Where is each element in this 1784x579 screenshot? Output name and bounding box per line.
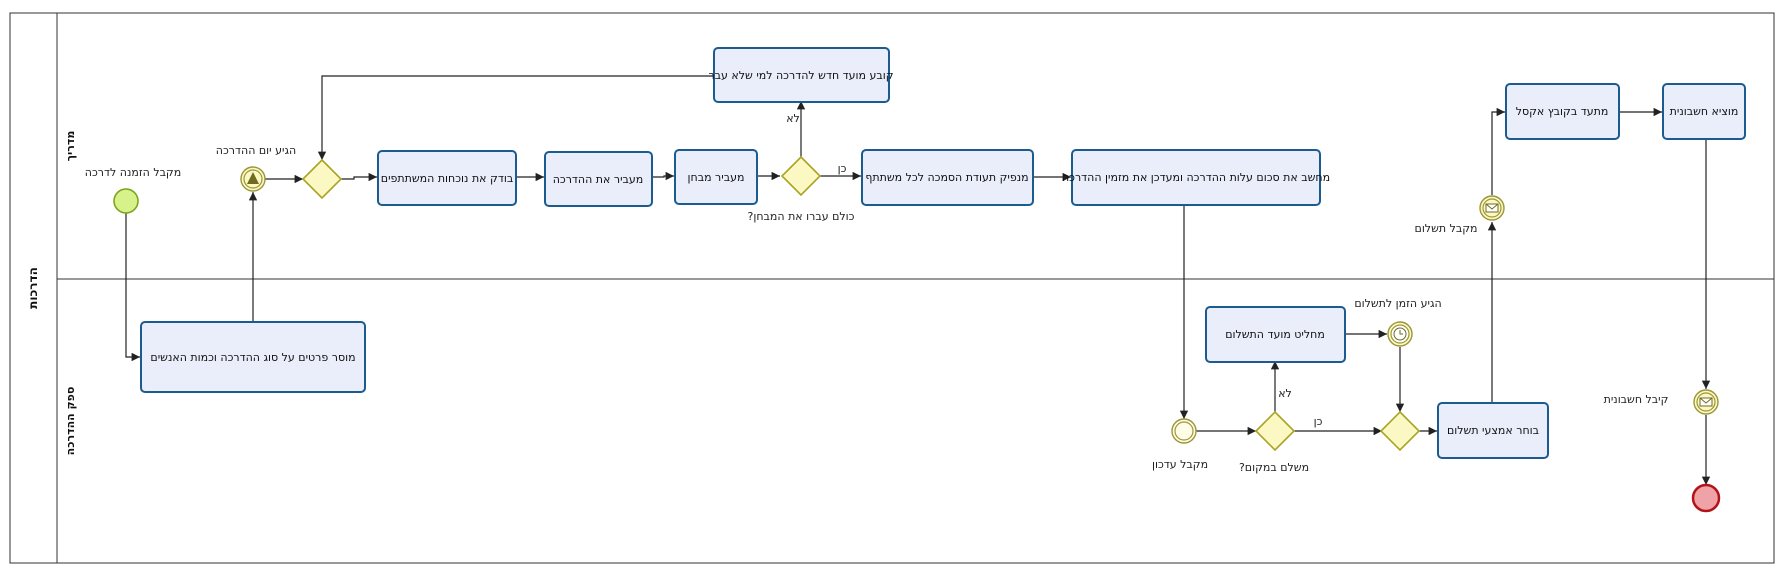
gateway-exam-passed[interactable] [780, 155, 822, 197]
gateway-pay-label: ?משלם במקום [1239, 461, 1309, 474]
signal-event-label: הגיע יום ההדרכה [216, 144, 296, 157]
svg-text:מתעד בקובץ אקסל: מתעד בקובץ אקסל [1516, 105, 1609, 118]
pool-label: הדרכות [26, 267, 40, 309]
start-event-label: מקבל הזמנה לדרכה [85, 166, 181, 179]
svg-text:מוציא חשבונית: מוציא חשבונית [1670, 105, 1739, 118]
message-payment-label: מקבל תשלום [1415, 222, 1478, 235]
svg-text:מוסר פרטים על סוג ההדרכה וכמות: מוסר פרטים על סוג ההדרכה וכמות האנשים [150, 351, 355, 364]
task-choose-payment[interactable]: בוחר אמצעי תשלום [1437, 402, 1549, 459]
svg-text:בודק את נוכחות המשתתפים: בודק את נוכחות המשתתפים [381, 172, 513, 185]
envelope-icon [1485, 203, 1499, 213]
task-calc-cost[interactable]: מחשב את סכום עלות ההדרכה ומעדכן את מזמין… [1062, 149, 1330, 206]
task-check-attendance[interactable]: בודק את נוכחות המשתתפים [377, 150, 517, 206]
svg-text:מעביר את ההדרכה: מעביר את ההדרכה [553, 173, 644, 186]
flow-label-no-paydate: לא [1278, 387, 1292, 400]
end-event[interactable] [1691, 483, 1721, 513]
message-invoice-label: קיבל חשבונית [1604, 393, 1669, 406]
task-decide-pay-date[interactable]: מחליט מועד התשלום [1205, 306, 1346, 363]
clock-icon [1393, 327, 1407, 341]
message-event-payment[interactable] [1479, 195, 1505, 221]
task-provide-details[interactable]: מוסר פרטים על סוג ההדרכה וכמות האנשים [140, 321, 366, 393]
svg-text:בוחר אמצעי תשלום: בוחר אמצעי תשלום [1447, 424, 1539, 437]
sequence-flows [125, 75, 1711, 485]
task-give-exam[interactable]: מעביר מבחן [674, 149, 758, 205]
svg-text:קובע מועד חדש להדרכה למי שלא ע: קובע מועד חדש להדרכה למי שלא עבר [708, 69, 893, 82]
message-event-invoice[interactable] [1693, 389, 1719, 415]
start-event[interactable] [113, 188, 139, 214]
task-issue-invoice[interactable]: מוציא חשבונית [1662, 83, 1746, 140]
gateway-pay-merge[interactable] [1379, 410, 1421, 452]
flow-label-no-retake: לא [786, 112, 800, 125]
task-set-new-date[interactable]: קובע מועד חדש להדרכה למי שלא עבר [708, 47, 894, 103]
envelope-icon [1699, 397, 1713, 407]
gateway-exam-label: ?כולם עברו את המבחן [748, 210, 855, 223]
flow-label-yes-cert: כן [838, 162, 847, 175]
update-event-label: מקבל עדכון [1152, 458, 1208, 471]
task-deliver-training[interactable]: מעביר את ההדרכה [544, 151, 653, 207]
task-issue-certificate[interactable]: מנפיק תעודת הסמכה לכל משתתף [861, 149, 1034, 206]
svg-text:מחליט מועד התשלום: מחליט מועד התשלום [1225, 328, 1325, 341]
task-record-excel[interactable]: מתעד בקובץ אקסל [1505, 83, 1620, 140]
gateway-start-merge[interactable] [301, 158, 343, 200]
lane-label-instructor: מדריך [64, 131, 77, 162]
svg-text:מנפיק תעודת הסמכה לכל משתתף: מנפיק תעודת הסמכה לכל משתתף [865, 171, 1028, 184]
svg-text:מחשב את סכום עלות ההדרכה ומעדכ: מחשב את סכום עלות ההדרכה ומעדכן את מזמין… [1062, 171, 1330, 184]
signal-triangle-icon [247, 172, 259, 184]
update-event[interactable] [1171, 418, 1197, 444]
flow-label-yes-pay: כן [1314, 415, 1323, 428]
timer-event[interactable] [1387, 321, 1413, 347]
lane-label-supplier: ספק ההדרכה [64, 387, 77, 456]
pool: הדרכות מדריך ספק ההדרכה [9, 12, 1775, 564]
gateway-pay-onsite[interactable] [1254, 410, 1296, 452]
signal-event[interactable] [240, 166, 266, 192]
svg-text:מעביר מבחן: מעביר מבחן [688, 171, 745, 184]
timer-event-label: הגיע הזמן לתשלום [1354, 297, 1441, 310]
